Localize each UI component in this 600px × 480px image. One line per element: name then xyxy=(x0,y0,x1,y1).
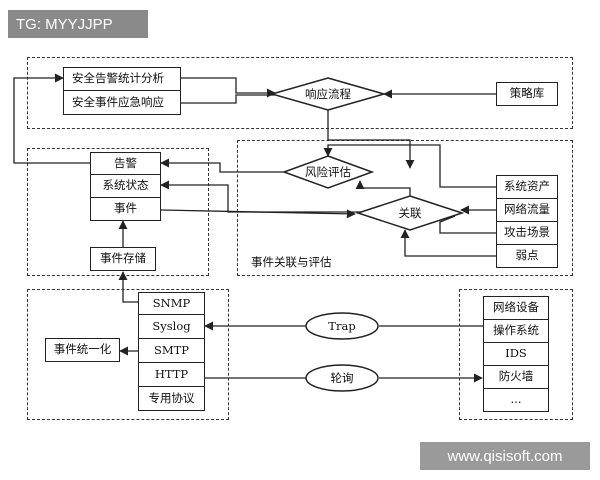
event-storage-box: 事件存储 xyxy=(90,247,156,271)
input-network-traffic: 网络流量 xyxy=(496,198,558,222)
arrow-risk-to-alarm xyxy=(160,158,285,173)
event-unify-box: 事件统一化 xyxy=(45,338,120,362)
arrow-asset-to-risk xyxy=(323,144,496,188)
arrow-alarm-to-analysis xyxy=(13,73,90,164)
response-flow-label: 响应流程 xyxy=(305,87,351,101)
incident-emergency-response: 安全事件应急响应 xyxy=(63,90,181,115)
input-system-assets: 系统资产 xyxy=(496,175,558,199)
line-attack-to-correlation xyxy=(439,215,496,234)
protocol-snmp: SNMP xyxy=(138,292,205,315)
poll-label: 轮询 xyxy=(331,371,354,385)
alarm-statistics-analysis: 安全告警统计分析 xyxy=(63,67,181,91)
arrow-protocol-to-storage xyxy=(118,271,138,303)
arrow-flow-to-correlation xyxy=(327,110,415,169)
risk-eval-diamond xyxy=(281,155,375,189)
protocol-http: HTTP xyxy=(138,362,205,387)
risk-eval-label: 风险评估 xyxy=(305,165,351,179)
arrow-event-to-correlation xyxy=(160,209,356,219)
watermark-top-left: TG: MYYJJPP xyxy=(8,10,148,38)
bottom-left-group-box xyxy=(27,289,229,420)
policy-database: 策略库 xyxy=(496,82,558,106)
correlation-diamond xyxy=(355,195,465,231)
source-firewall: 防火墙 xyxy=(483,365,549,389)
mid-left-group-box xyxy=(27,148,209,276)
input-attack-scenario: 攻击场景 xyxy=(496,221,558,245)
correlation-label: 关联 xyxy=(399,206,422,220)
protocol-smtp: SMTP xyxy=(138,338,205,363)
alarm-box: 告警 xyxy=(90,152,161,175)
source-operating-system: 操作系统 xyxy=(483,319,549,343)
response-flow-diamond xyxy=(269,77,387,111)
arrow-alarm-analysis-to-flow xyxy=(181,77,276,98)
protocol-proprietary: 专用协议 xyxy=(138,386,205,411)
arrow-correlation-to-status xyxy=(160,180,370,213)
top-group-box xyxy=(27,57,573,129)
arrow-vuln-to-correlation xyxy=(400,229,496,257)
trap-oval xyxy=(305,312,379,340)
line-incident-response-to-flow xyxy=(181,94,275,104)
watermark-bottom-right: www.qisisoft.com xyxy=(420,442,590,470)
input-vulnerability: 弱点 xyxy=(496,244,558,268)
correlation-caption: 事件关联与评估 xyxy=(251,255,332,269)
trap-label: Trap xyxy=(328,319,355,333)
source-more: ... xyxy=(483,388,549,412)
system-status-box: 系统状态 xyxy=(90,174,161,198)
source-network-device: 网络设备 xyxy=(483,296,549,320)
poll-oval xyxy=(305,364,379,392)
event-box: 事件 xyxy=(90,197,161,221)
bottom-right-group-box xyxy=(459,289,573,420)
arrow-correlation-to-risk xyxy=(355,180,411,196)
protocol-syslog: Syslog xyxy=(138,314,205,339)
source-ids: IDS xyxy=(483,342,549,366)
